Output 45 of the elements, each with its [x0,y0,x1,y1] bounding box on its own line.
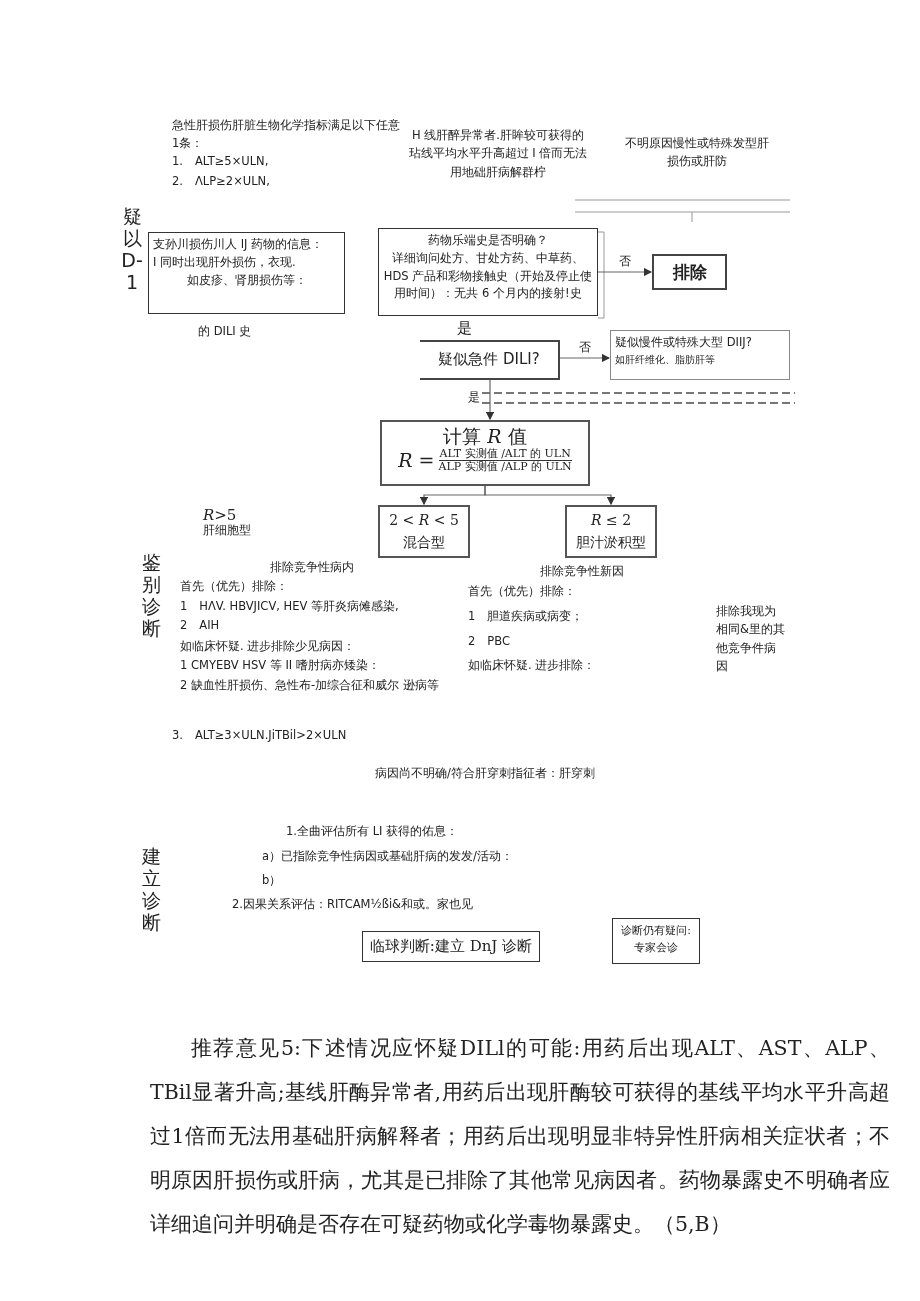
note-text: 急性肝损伤肝脏生物化学指标满足以下任意1条： [172,117,401,153]
list-text: 2 AIH [180,617,221,634]
info-box: 支孙川损伤川人 IJ 药物的信息： I 同时出现肝外损伤，衣现. 如皮疹、肾朋损伤等： [148,232,345,314]
type-text: R>5 [203,505,238,524]
question-box: 药物乐端史是否明确？ 详细询问处方、甘处方药、中草药、HDS 产品和彩物接触史（开始及停止使用时间）：无共 6 个月内的接射!史 [378,228,598,316]
exclude-box: 排除 [652,254,727,291]
criterion-text: 1. ALT≥5×ULN, [172,153,270,170]
note-text: 不明原因慢性或特殊发型肝损伤或肝防 [624,135,770,171]
step-text: 2.因果关系评估：RITCAM½ßi&和或。家也见 [232,896,475,913]
process-box: 疑似慢件或特殊大型 DIIJ? 如肝纤维化、脂肪肝等 [610,330,790,380]
arrow [484,485,616,506]
recommendation-paragraph: 推荐意见5:下述情况应怀疑DILl的可能:用药后出现ALT、AST、ALP、TBil显著升高;基线肝酶异常者,用药后出现肝酶较可获得的基线平均水平升高超过1倍而无法用基础肝病解释者；用药后出现明显非特异性肝病相关症状者；不明原因肝损伤或肝病，尤其是已排除了其他常见病因者。药物暴露史不明确者应详细追问并明确是否存在可疑药物或化学毒物暴露史。（5,B） [150,1035,890,1238]
conclusion-box: 临球判断:建立 DnJ 诊断 [362,931,540,963]
criterion-text: 2. ΛLP≥2×ULN, [172,173,271,190]
step-text: b） [262,872,283,889]
criterion-text: 3. ALT≥3×ULN.JiTBil>2×ULN [172,727,348,744]
type-box: R ≤ 2 胆汁淤积型 [565,505,657,559]
note-text: 病因尚不明确/符合肝穿刺指征者：肝穿刺 [375,765,596,782]
arrow [597,267,653,277]
list-text: 如临床怀疑. 进步排除少见病因： [180,638,357,655]
list-text: 1 CMYEBV HSV 等 II 嗜肘病亦矮染： [180,657,381,674]
type-text: 肝细胞型 [203,522,252,539]
list-text: 1 HΛV. HBVJICV, HEV 等肝炎病傩感染, [180,598,400,615]
section-title: 建立诊断 [140,846,162,934]
note-text: H 线肝醉异常者.肝眸较可获得的玷线平均水平升高超过 I 倍而无法用地础肝病解群柠 [408,127,588,181]
note-text: 的 DILI 史 [198,323,253,340]
heading-text: 排除竞争性病内 [270,559,355,576]
section-title: 疑以D-1 [120,206,144,294]
step-text: 1.全曲评估所有 LI 获得的佑息： [286,823,460,840]
type-box: 2 < R < 5 混合型 [378,505,470,559]
decision-bracket: 疑似急件 DILI? [420,340,560,380]
step-text: a）已指除竞争性病因或基础肝病的发发/活动： [262,848,514,865]
answer-text: 是 [457,320,473,337]
list-text: 2 PBC [468,633,511,650]
list-text: 首先（优先）排除： [468,583,577,600]
list-text: 首先（优先）排除： [180,578,289,595]
arrow [485,379,495,421]
heading-text: 排除竞争性新因 [540,563,625,580]
note-text: 排除我现为相同&里的其他竞争件病因 [716,603,786,676]
list-text: 2 缺血性肝损伤、急性布-加综合征和威尔 逊病等 [180,677,440,694]
list-text: 如临床怀疑. 进步排除： [468,657,597,674]
arrow [559,353,611,363]
consult-box: 诊断仍有疑问: 专家会诊 [612,918,700,964]
list-text: 1 胆道疾病或病变； [468,608,585,625]
section-title: 鉴别诊断 [140,552,162,640]
